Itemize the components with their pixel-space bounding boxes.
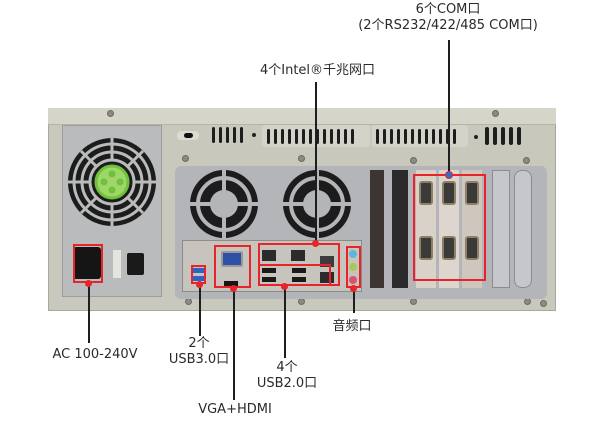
lan-port-icon bbox=[262, 250, 276, 261]
leader-line-power bbox=[88, 283, 90, 343]
leader-line-usb2 bbox=[284, 286, 286, 358]
serial-knockout-hole bbox=[184, 133, 193, 138]
leader-line-com bbox=[448, 40, 450, 174]
callout-com-line1: 6个COM口 bbox=[415, 2, 481, 17]
lan-port-icon bbox=[291, 250, 305, 261]
leader-dot-usb2 bbox=[281, 283, 288, 290]
hdmi-port-icon bbox=[224, 281, 238, 287]
com-port-icon bbox=[419, 181, 433, 205]
leader-line-lan bbox=[315, 82, 317, 242]
callout-usb3-line1: 2个 bbox=[188, 336, 210, 351]
callout-com: 6个COM口 (2个RS232/422/485 COM口) bbox=[348, 2, 548, 34]
highlight-audio bbox=[346, 246, 361, 288]
leader-dot-lan bbox=[312, 240, 319, 247]
lan-port-icon bbox=[320, 272, 334, 283]
callout-usb3: 2个 USB3.0口 bbox=[160, 336, 238, 368]
leader-dot-vga bbox=[230, 285, 237, 292]
power-switch-icon bbox=[127, 253, 144, 275]
leader-dot-com bbox=[445, 171, 453, 179]
highlight-com bbox=[413, 174, 486, 281]
callout-com-line2: (2个RS232/422/485 COM口) bbox=[358, 18, 538, 33]
callout-lan: 4个Intel®千兆网口 bbox=[259, 63, 376, 78]
chassis-top-lip bbox=[48, 108, 556, 125]
case-fan-2-icon bbox=[281, 168, 353, 240]
com-port-icon bbox=[465, 236, 479, 260]
highlight-power-inlet bbox=[73, 244, 103, 283]
highlight-vga-hdmi bbox=[214, 245, 251, 288]
callout-usb3-line2: USB3.0口 bbox=[168, 352, 230, 367]
callout-vga: VGA+HDMI bbox=[198, 402, 272, 417]
vga-port-icon bbox=[221, 251, 243, 267]
expansion-slot-vented bbox=[392, 170, 408, 288]
blank-slot-2 bbox=[514, 170, 532, 288]
usb3-port-icon bbox=[193, 268, 204, 273]
case-fan-1-icon bbox=[188, 168, 260, 240]
leader-dot-audio bbox=[350, 285, 357, 292]
leader-line-usb3 bbox=[199, 284, 201, 336]
usb3-port-icon bbox=[193, 276, 204, 281]
callout-usb2-line1: 4个 bbox=[276, 360, 298, 375]
callout-audio: 音频口 bbox=[332, 319, 372, 334]
leader-line-audio bbox=[353, 288, 355, 313]
lan-port-icon bbox=[320, 256, 334, 267]
psu-label-sticker bbox=[113, 250, 121, 278]
highlight-usb2 bbox=[258, 264, 331, 286]
expansion-slot-video bbox=[370, 170, 384, 288]
ac-power-inlet bbox=[73, 247, 101, 279]
leader-dot-power bbox=[85, 280, 92, 287]
callout-usb2: 4个 USB2.0口 bbox=[248, 360, 326, 392]
audio-jack-blue-icon bbox=[349, 250, 357, 258]
psu-fan-icon bbox=[67, 137, 157, 227]
com-port-icon bbox=[442, 236, 456, 260]
com-port-icon bbox=[465, 181, 479, 205]
usb2-port-icon bbox=[292, 268, 306, 273]
usb2-port-icon bbox=[262, 268, 276, 273]
callout-usb2-line2: USB2.0口 bbox=[256, 376, 318, 391]
audio-jack-green-icon bbox=[349, 263, 357, 271]
callout-power: AC 100-240V bbox=[52, 347, 138, 362]
com-port-icon bbox=[442, 181, 456, 205]
com-port-icon bbox=[419, 236, 433, 260]
usb2-port-icon bbox=[262, 277, 276, 282]
usb2-port-icon bbox=[292, 277, 306, 282]
blank-slot-1 bbox=[492, 170, 510, 288]
leader-line-vga bbox=[233, 288, 235, 400]
leader-dot-usb3 bbox=[196, 281, 203, 288]
audio-jack-pink-icon bbox=[349, 276, 357, 284]
